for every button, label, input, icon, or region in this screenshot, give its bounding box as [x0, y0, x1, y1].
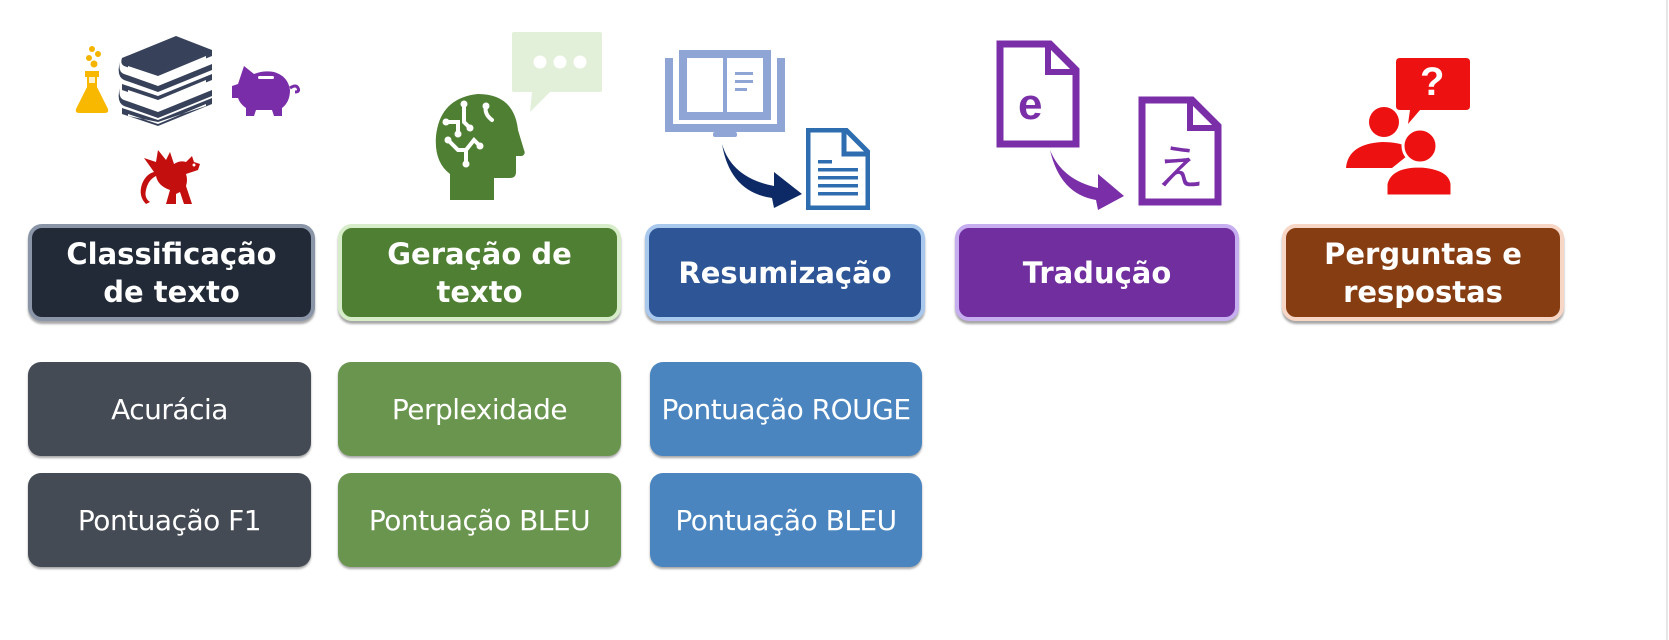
arrow-icon: [1050, 150, 1124, 210]
metric-box-f1-score: Pontuação F1: [28, 473, 311, 567]
flask-icon: [75, 46, 109, 113]
metric-label: Pontuação BLEU: [675, 503, 897, 537]
task-title: Geração de texto: [387, 236, 572, 309]
speech-bubble-icon: [512, 32, 602, 112]
metric-box-bleu-score: Pontuação BLEU: [338, 473, 621, 567]
books-icon: [118, 36, 212, 126]
metric-label: Perplexidade: [391, 392, 568, 426]
source-doc-icon: e: [996, 40, 1080, 148]
task-header-summarization: Resumização: [645, 224, 925, 321]
question-bubble-icon: ?: [1396, 58, 1470, 124]
right-edge-divider: [1666, 0, 1668, 640]
arrow-icon: [722, 144, 802, 208]
task-header-question-answering: Perguntas e respostas: [1282, 224, 1564, 321]
metric-box-rouge-score: Pontuação ROUGE: [650, 362, 922, 456]
source-language-glyph: e: [1018, 80, 1043, 129]
metric-label: Pontuação F1: [77, 503, 262, 537]
open-book-icon: [665, 50, 785, 137]
task-title: Classificação de texto: [66, 236, 277, 309]
metric-box-accuracy: Acurácia: [28, 362, 311, 456]
metric-box-bleu-score: Pontuação BLEU: [650, 473, 922, 567]
metric-label: Pontuação ROUGE: [661, 392, 911, 426]
task-title: Resumização: [678, 255, 892, 290]
metric-box-perplexity: Perplexidade: [338, 362, 621, 456]
piggy-bank-icon: [232, 66, 301, 116]
ai-head-icon: [435, 94, 525, 200]
task-header-text-classification: Classificação de texto: [28, 224, 315, 321]
dragon-icon: [140, 150, 200, 204]
document-icon: [806, 128, 870, 210]
target-language-glyph: え: [1156, 140, 1205, 196]
metric-label: Acurácia: [111, 392, 228, 426]
people-icon: [1346, 107, 1452, 196]
task-header-translation: Tradução: [955, 224, 1239, 321]
question-mark: ?: [1420, 60, 1445, 104]
task-title: Perguntas e respostas: [1324, 236, 1522, 309]
task-title: Tradução: [1022, 255, 1172, 290]
target-doc-icon: え: [1138, 96, 1222, 206]
task-header-text-generation: Geração de texto: [338, 224, 621, 321]
metric-label: Pontuação BLEU: [368, 503, 591, 537]
